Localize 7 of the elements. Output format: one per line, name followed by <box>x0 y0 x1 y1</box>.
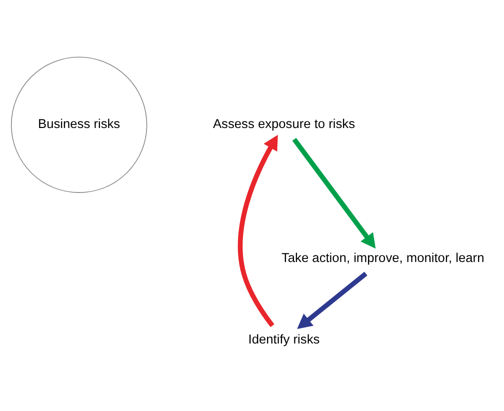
arrow <box>297 271 368 328</box>
arrow <box>292 137 376 248</box>
arrow <box>238 134 278 327</box>
node-text: Assess exposure to risks <box>212 115 356 130</box>
node-text: Take action, improve, monitor, learn <box>281 250 484 265</box>
node-circle: Business risks <box>10 56 148 192</box>
node-text: Identify risks <box>248 330 320 346</box>
